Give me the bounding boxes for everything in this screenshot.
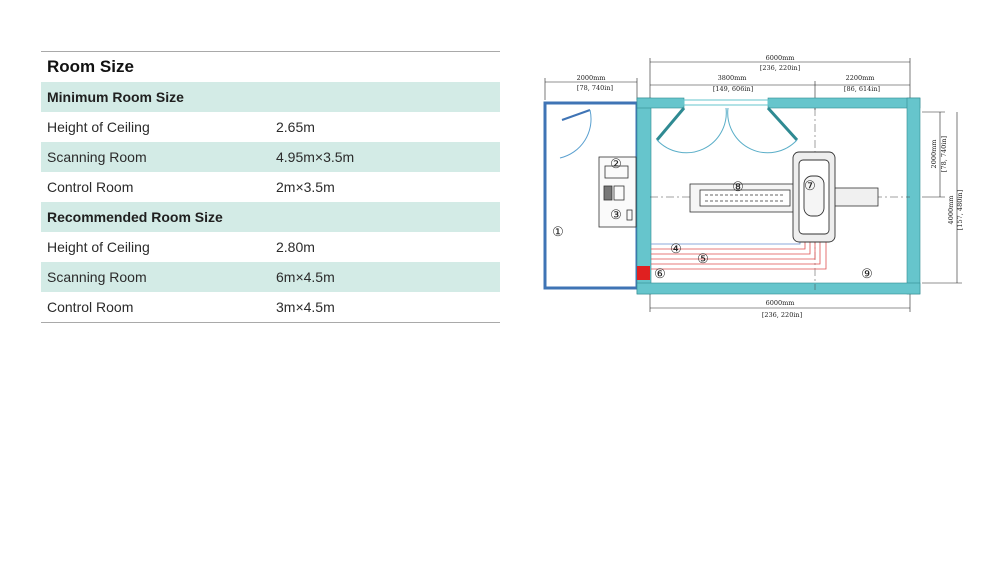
table-row: Scanning Room 6m×4.5m (41, 262, 500, 292)
door-swings (559, 106, 799, 159)
dim-bottom: 6000mm (766, 299, 795, 307)
marker-7: ⑦ (804, 179, 816, 194)
table-row: Height of Ceiling 2.65m (41, 112, 500, 142)
dim-right-inner: 2000mm (930, 140, 938, 169)
section-heading: Minimum Room Size (47, 89, 184, 105)
patient-table (689, 183, 879, 213)
row-value: 2m×3.5m (276, 179, 335, 195)
marker-2: ② (610, 157, 622, 172)
section-heading-recommended: Recommended Room Size (41, 202, 500, 232)
section-heading-minimum: Minimum Room Size (41, 82, 500, 112)
floor-plan-diagram: 6000mm [236, 220in] 2000mm [78, 740in] 3… (543, 54, 964, 319)
table-title-row: Room Size (41, 52, 500, 82)
dim-right-total: 4000mm (947, 196, 955, 225)
row-value: 6m×4.5m (276, 269, 335, 285)
marker-3: ③ (610, 208, 622, 223)
row-label: Control Room (47, 179, 134, 195)
row-label: Scanning Room (47, 269, 147, 285)
dim-top-total: 6000mm (766, 54, 795, 62)
table-row: Control Room 3m×4.5m (41, 292, 500, 323)
marker-4: ④ (670, 242, 682, 257)
marker-6: ⑥ (654, 267, 666, 282)
marker-8: ⑧ (732, 180, 744, 195)
marker-block-6 (637, 266, 650, 280)
section-heading: Recommended Room Size (47, 209, 223, 225)
marker-9: ⑨ (861, 267, 873, 282)
row-label: Height of Ceiling (47, 119, 150, 135)
control-console (598, 156, 637, 228)
dim-top-total-in: [236, 220in] (760, 64, 800, 72)
room-size-table: Room Size Minimum Room Size Height of Ce… (41, 51, 500, 323)
table-row: Control Room 2m×3.5m (41, 172, 500, 202)
row-value: 2.65m (276, 119, 315, 135)
row-label: Scanning Room (47, 149, 147, 165)
dim-bottom-in: [236, 220in] (762, 311, 802, 319)
dim-top-control: 2000mm (577, 74, 606, 82)
dim-right-total-in: [157, 480in] (956, 190, 964, 230)
row-value: 2.80m (276, 239, 315, 255)
row-value: 4.95m×3.5m (276, 149, 355, 165)
dim-top-right: 2200mm (846, 74, 875, 82)
row-label: Height of Ceiling (47, 239, 150, 255)
location-markers: ① ② ③ ④ ⑤ ⑥ ⑦ ⑧ ⑨ (552, 157, 873, 282)
dim-top-right-in: [86, 614in] (844, 85, 880, 93)
row-label: Control Room (47, 299, 134, 315)
dim-top-left-in: [149, 606in] (713, 85, 753, 93)
table-row: Height of Ceiling 2.80m (41, 232, 500, 262)
dim-top-control-in: [78, 740in] (577, 84, 613, 92)
scanner-gantry (792, 151, 836, 243)
dim-right-inner-in: [78, 740in] (940, 136, 948, 172)
table-title: Room Size (47, 57, 134, 76)
marker-1: ① (552, 225, 564, 240)
marker-5: ⑤ (697, 252, 709, 267)
row-value: 3m×4.5m (276, 299, 335, 315)
cable-runs (651, 238, 827, 270)
dim-top-left: 3800mm (718, 74, 747, 82)
dimension-lines (544, 58, 962, 312)
table-row: Scanning Room 4.95m×3.5m (41, 142, 500, 172)
